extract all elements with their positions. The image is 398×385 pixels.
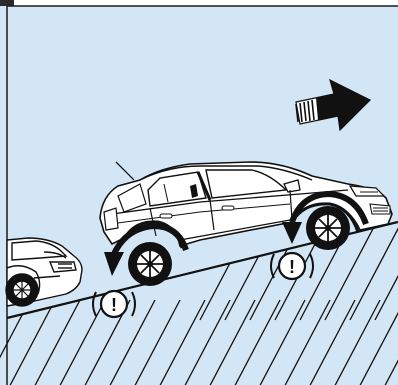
svg-text:!: ! (111, 295, 117, 315)
main-car (100, 162, 392, 286)
direction-arrow-icon (296, 80, 370, 130)
rear-car (6, 238, 82, 306)
rear-wheel (128, 242, 172, 286)
svg-text:!: ! (289, 257, 295, 277)
warning-icon: ! (271, 253, 313, 279)
front-wheel (306, 206, 350, 250)
